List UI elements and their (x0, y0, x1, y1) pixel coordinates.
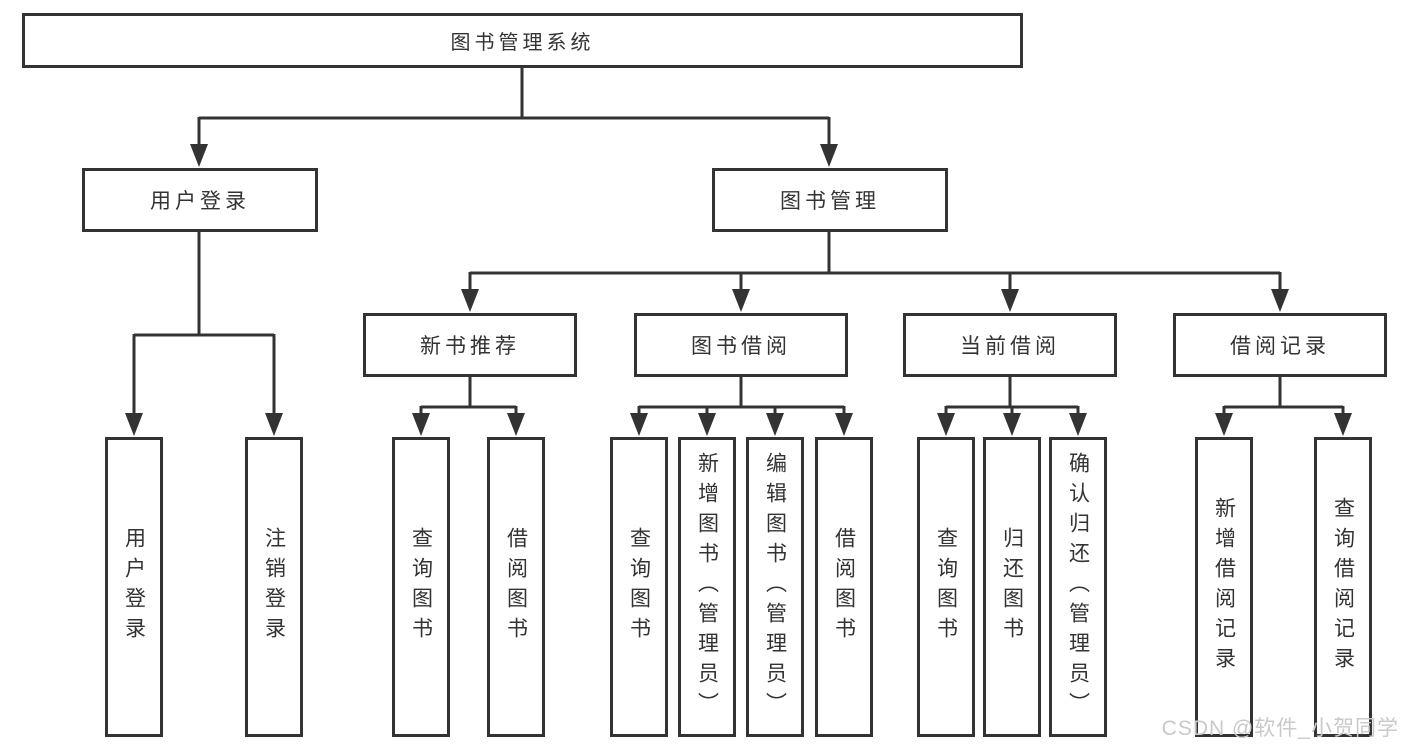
leaf-query-books-recommend: 查询图书 (392, 437, 450, 737)
node-book-management: 图书管理 (712, 168, 948, 232)
node-label: 借阅记录 (1230, 335, 1330, 358)
leaf-user-login: 用户登录 (105, 437, 163, 737)
leaf-edit-book-admin: 编辑图书（管理员） (746, 437, 804, 737)
leaf-label: 确认归还（管理员） (1066, 452, 1090, 722)
leaf-label: 新增借阅记录 (1212, 497, 1236, 677)
leaf-label: 借阅图书 (504, 527, 528, 647)
node-book-borrowing: 图书借阅 (634, 313, 848, 377)
node-user-login: 用户登录 (82, 168, 318, 232)
leaf-label: 查询图书 (627, 527, 651, 647)
leaf-label: 新增图书（管理员） (695, 452, 719, 722)
leaf-query-borrow-record: 查询借阅记录 (1314, 437, 1372, 737)
leaf-add-borrow-record: 新增借阅记录 (1195, 437, 1253, 737)
leaf-query-books-borrowing: 查询图书 (610, 437, 668, 737)
node-label: 图书管理系统 (450, 32, 595, 54)
leaf-add-book-admin: 新增图书（管理员） (678, 437, 736, 737)
node-label: 用户登录 (150, 190, 250, 213)
leaf-label: 注销登录 (262, 527, 286, 647)
leaf-logout: 注销登录 (245, 437, 303, 737)
leaf-query-books-current: 查询图书 (917, 437, 975, 737)
leaf-label: 借阅图书 (832, 527, 856, 647)
leaf-label: 归还图书 (1000, 527, 1024, 647)
node-current-borrowing: 当前借阅 (903, 313, 1117, 377)
node-label: 当前借阅 (960, 335, 1060, 358)
leaf-label: 编辑图书（管理员） (763, 452, 787, 722)
node-new-book-recommend: 新书推荐 (363, 313, 577, 377)
arrowhead-group (125, 144, 1352, 436)
leaf-label: 查询图书 (409, 527, 433, 647)
leaf-label: 用户登录 (122, 527, 146, 647)
watermark-text: CSDN @软件_小贺同学 (1161, 717, 1399, 740)
node-label: 新书推荐 (420, 335, 520, 358)
leaf-return-book: 归还图书 (983, 437, 1041, 737)
leaf-borrow-books-recommend: 借阅图书 (487, 437, 545, 737)
node-borrowing-records: 借阅记录 (1173, 313, 1387, 377)
node-label: 图书借阅 (691, 335, 791, 358)
leaf-label: 查询图书 (934, 527, 958, 647)
node-system-root: 图书管理系统 (22, 13, 1023, 68)
leaf-borrow-books-borrowing: 借阅图书 (815, 437, 873, 737)
leaf-confirm-return-admin: 确认归还（管理员） (1049, 437, 1107, 737)
node-label: 图书管理 (780, 190, 880, 213)
leaf-label: 查询借阅记录 (1331, 497, 1355, 677)
